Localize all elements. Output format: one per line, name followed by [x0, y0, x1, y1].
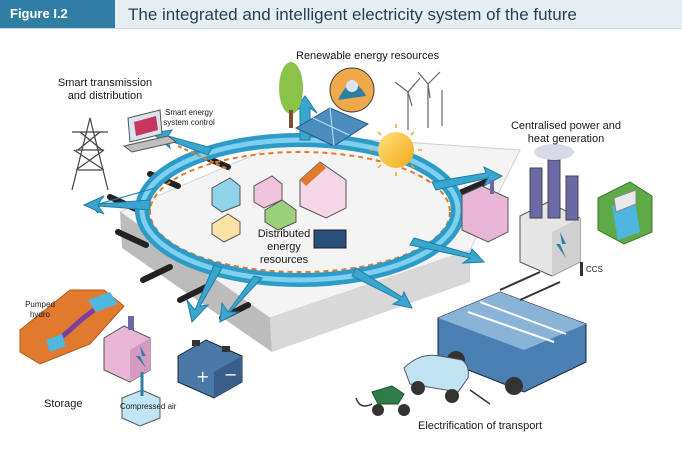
label-distributed-line2: energy — [267, 241, 301, 254]
label-ccs: CCS — [586, 265, 603, 274]
svg-text:+: + — [196, 367, 209, 386]
sun-icon — [370, 124, 422, 176]
label-pumped-hydro: Pumped hydro — [18, 300, 62, 319]
label-pumped-hydro-line2: hydro — [29, 309, 50, 319]
label-compressed-air: Compressed air — [120, 402, 177, 411]
power-plant-icon — [461, 144, 583, 277]
label-centralised-line2: heat generation — [527, 133, 605, 146]
label-distributed-line1: Distributed — [257, 228, 311, 240]
tree-icon — [279, 62, 303, 128]
label-pumped-hydro-line1: Pumped — [25, 300, 55, 309]
wind-turbine-icon — [394, 71, 443, 130]
label-centralised-line1: Centralised power and — [510, 120, 622, 132]
figure-number: Figure I.2 — [0, 0, 115, 28]
hydro-logo-icon — [329, 67, 375, 113]
label-smart-transmission-line2: and distribution — [67, 90, 143, 103]
label-smart-control-line2: system control — [163, 117, 215, 127]
label-smart-transmission: Smart transmission and distribution — [40, 77, 170, 103]
figure-header: Figure I.2 The integrated and intelligen… — [0, 0, 682, 29]
distributed-area — [149, 151, 451, 273]
label-storage: Storage — [44, 398, 83, 410]
dam-icon — [597, 181, 653, 245]
car-icon — [403, 354, 469, 403]
label-centralised: Centralised power and heat generation — [496, 120, 636, 146]
computer-icon — [122, 109, 231, 171]
label-smart-control: Smart energy system control — [156, 108, 222, 127]
battery-icon: + − — [177, 339, 243, 399]
storage-building-icon — [103, 316, 151, 383]
label-renewables: Renewable energy resources — [296, 50, 440, 62]
distributed-houses — [211, 161, 347, 249]
label-distributed-line3: resources — [259, 254, 309, 267]
label-smart-transmission-line1: Smart transmission — [57, 77, 153, 89]
label-smart-control-line1: Smart energy — [164, 108, 214, 117]
solar-panel-icon — [294, 107, 370, 147]
scooter-icon — [371, 385, 410, 416]
label-distributed: Distributed energy resources — [244, 228, 324, 268]
svg-text:−: − — [224, 365, 237, 384]
transmission-tower-icon — [71, 117, 109, 191]
charging-cable — [355, 389, 491, 407]
compressed-air-icon — [121, 372, 161, 427]
pumped-hydro-icon — [19, 289, 125, 365]
figure-title: The integrated and intelligent electrici… — [128, 5, 577, 24]
label-transport: Electrification of transport — [418, 420, 543, 432]
